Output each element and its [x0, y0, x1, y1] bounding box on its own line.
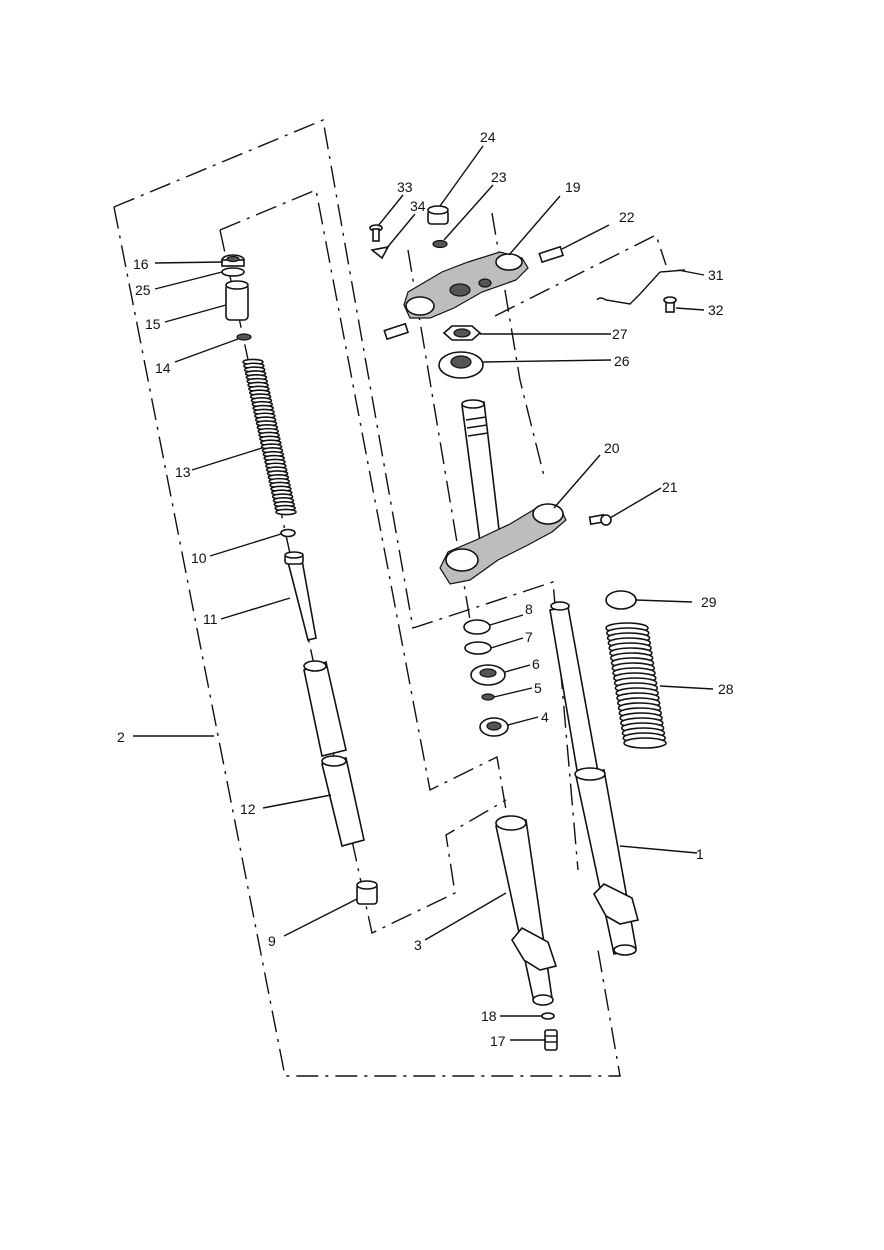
- part-26-adjuster: [438, 351, 484, 379]
- part-33-screw: [369, 224, 383, 242]
- part-19-top-yoke: [403, 251, 529, 319]
- part-27-nut: [442, 325, 482, 341]
- callout-31: 31: [708, 267, 724, 283]
- part-17-bolt: [544, 1029, 558, 1051]
- callout-25: 25: [135, 282, 151, 298]
- callout-3: 3: [414, 937, 422, 953]
- callout-19: 19: [565, 179, 581, 195]
- part-12-inner-tube: [303, 660, 365, 847]
- callout-33: 33: [397, 179, 413, 195]
- part-31-cable-guide: [596, 269, 686, 305]
- part-1-fork-leg: [549, 601, 639, 956]
- callout-14: 14: [155, 360, 171, 376]
- callout-18: 18: [481, 1008, 497, 1024]
- callout-26: 26: [614, 353, 630, 369]
- leader-lines: [133, 145, 714, 1041]
- callout-9: 9: [268, 933, 276, 949]
- callout-16: 16: [133, 256, 149, 272]
- callout-32: 32: [708, 302, 724, 318]
- callout-labels: 1 2 3 4 5 6 7 8 9 10 11 12 13 14 15 16 1…: [117, 129, 734, 1049]
- part-29-clip: [605, 590, 637, 610]
- callout-12: 12: [240, 801, 256, 817]
- part-22-pinch-bolt: [383, 245, 565, 341]
- part-32-screw: [663, 296, 677, 313]
- callout-28: 28: [718, 681, 734, 697]
- callout-15: 15: [145, 316, 161, 332]
- part-34-clip: [370, 245, 390, 260]
- part-8-seal: [463, 619, 491, 635]
- part-25-o-ring: [221, 267, 245, 277]
- part-21-bolt: [588, 513, 612, 526]
- callout-10: 10: [191, 550, 207, 566]
- callout-8: 8: [525, 601, 533, 617]
- callout-20: 20: [604, 440, 620, 456]
- part-11-damper-rod: [284, 551, 317, 641]
- callout-34: 34: [410, 198, 426, 214]
- part-6-bearing: [470, 664, 506, 686]
- part-28-gaiter: [605, 622, 667, 749]
- callout-22: 22: [619, 209, 635, 225]
- part-15-spacer: [225, 280, 249, 321]
- callout-21: 21: [662, 479, 678, 495]
- callout-11: 11: [203, 611, 218, 627]
- callout-6: 6: [532, 656, 540, 672]
- callout-4: 4: [541, 709, 549, 725]
- part-4-bearing: [479, 717, 509, 737]
- callout-23: 23: [491, 169, 507, 185]
- callout-7: 7: [525, 629, 533, 645]
- callout-29: 29: [701, 594, 717, 610]
- part-14-washer: [236, 333, 252, 341]
- part-13-spring: [242, 358, 297, 516]
- part-5-washer: [481, 693, 495, 701]
- parts: [221, 205, 686, 1051]
- callout-13: 13: [175, 464, 191, 480]
- part-24-nut: [427, 205, 449, 225]
- callout-5: 5: [534, 680, 542, 696]
- part-16-cap: [221, 254, 245, 267]
- part-20-bottom-yoke: [439, 399, 567, 585]
- callout-27: 27: [612, 326, 628, 342]
- callout-24: 24: [480, 129, 496, 145]
- part-3-fork-leg: [495, 815, 558, 1006]
- part-9-bush: [356, 880, 378, 905]
- part-18-washer: [541, 1012, 555, 1020]
- part-7-ring: [464, 641, 492, 655]
- part-23-washer: [432, 239, 448, 249]
- callout-2: 2: [117, 729, 125, 745]
- assembly-boundary-lines: [113, 119, 667, 1077]
- part-10-ring: [280, 528, 296, 538]
- callout-17: 17: [490, 1033, 506, 1049]
- callout-1: 1: [696, 846, 704, 862]
